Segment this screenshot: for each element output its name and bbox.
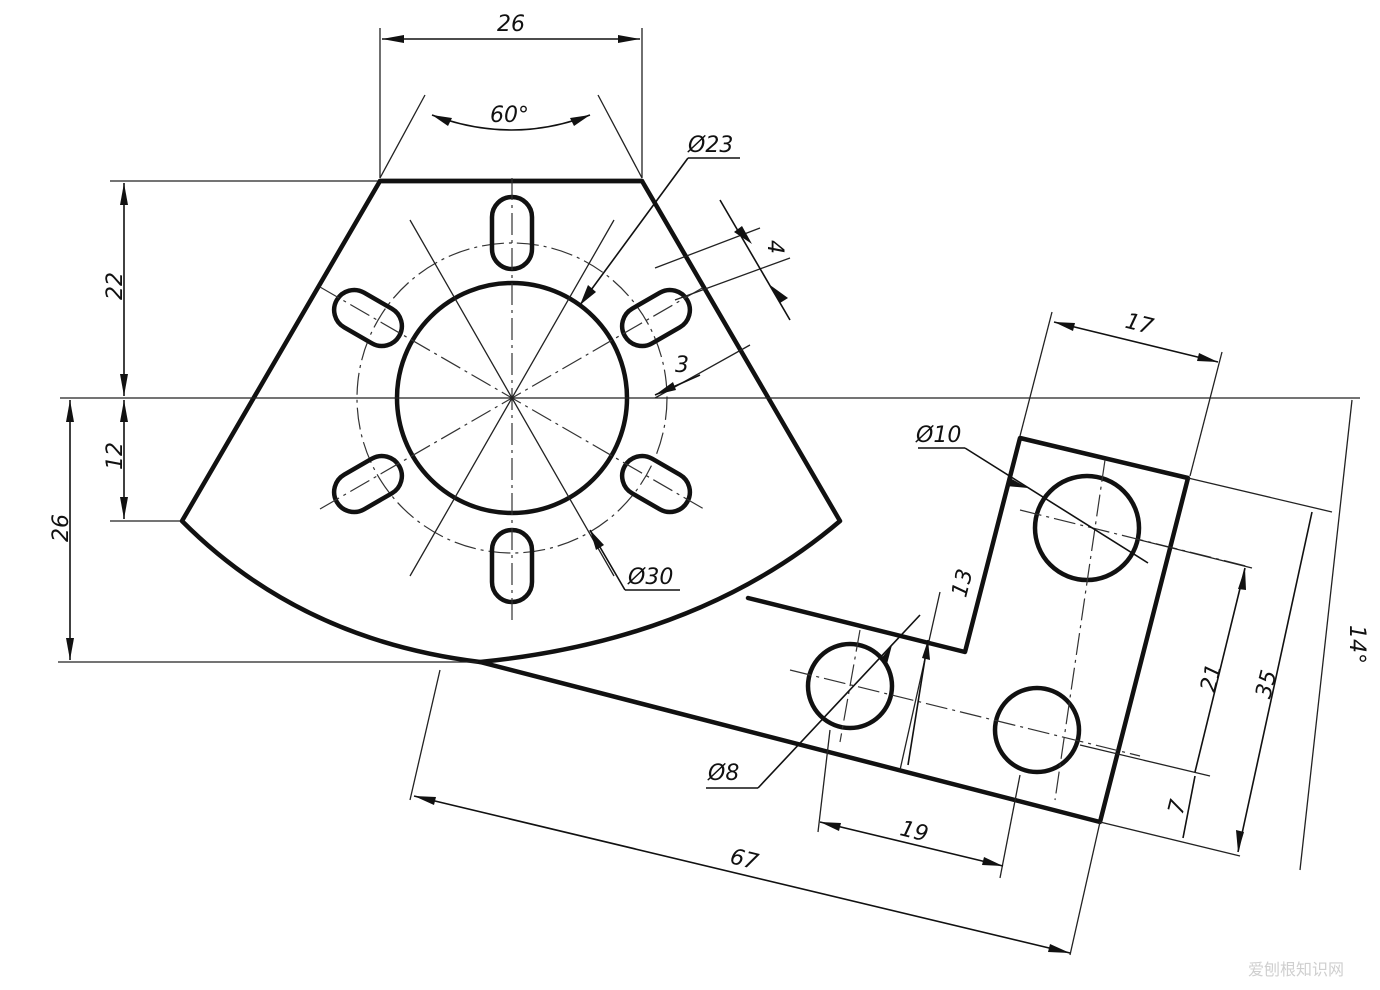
arm-centerline-4 [839, 629, 861, 743]
dim-top-height: 22 [103, 272, 128, 300]
arm-centerline-1 [1019, 509, 1251, 568]
dim-overall-length: 67 [727, 844, 760, 875]
dim-plate-height: 35 [1251, 668, 1282, 701]
dim-top-width: 26 [497, 12, 525, 37]
slot-upper-right [619, 287, 693, 349]
dim-mid-height: 12 [103, 442, 128, 470]
watermark: 爱刨根知识网 [1248, 960, 1344, 979]
dim-plate-width: 17 [1123, 309, 1156, 340]
big-hole [1032, 473, 1142, 583]
dim-bolt-circle: Ø30 [627, 565, 673, 590]
dim-bottom-offset-line [1182, 775, 1196, 839]
dim-slot-width: 4 [762, 240, 787, 254]
dimension-annotations: 26 60° Ø23 4 3 22 12 [49, 12, 1369, 956]
dim-hole-spacing-h-line [819, 821, 1004, 867]
arm-centerline-2 [1054, 459, 1106, 801]
arm-centerline-3 [789, 669, 1141, 757]
sector-outline [179, 178, 843, 665]
slot-upper-left [331, 287, 405, 349]
arm-part [477, 435, 1251, 825]
slot-lower-left [331, 453, 405, 515]
small-hole-right [992, 685, 1082, 775]
dim-angle: 60° [490, 103, 529, 128]
arm-outline [477, 435, 1191, 825]
dim-big-hole: Ø10 [915, 423, 961, 448]
dim-overall-length-line [413, 795, 1071, 954]
sector-part [179, 178, 843, 665]
dim-plate-height-line [1237, 511, 1313, 853]
dim-small-hole: Ø8 [707, 761, 739, 786]
dim-hole-spacing-h: 19 [897, 816, 930, 847]
slot-lower-right [619, 453, 693, 515]
dim-hole-spacing-v: 21 [1196, 661, 1227, 694]
dim-hole-spacing-v-line [1194, 567, 1246, 773]
dim-plate-angle: 14° [1344, 625, 1369, 664]
dim-bottom-offset: 7 [1164, 797, 1192, 817]
dim-total-height: 26 [49, 514, 74, 542]
dim-plate-width-line [1053, 321, 1219, 363]
dim-step-height: 13 [947, 567, 978, 600]
dim-slot-offset: 3 [675, 353, 689, 378]
small-hole-left [805, 641, 895, 731]
dim-hole-circle: Ø23 [687, 133, 733, 158]
